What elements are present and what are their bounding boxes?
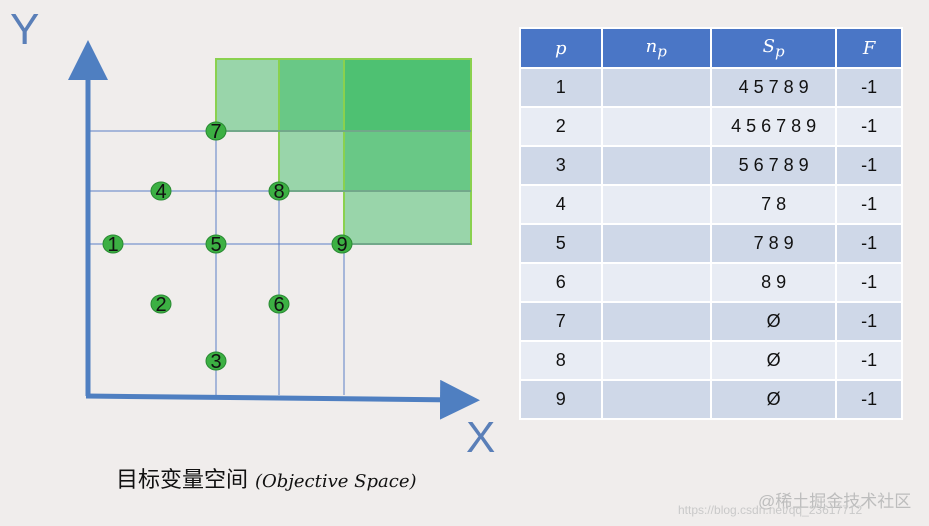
dominance-table: p np Sp F 1 4 5 7 8 9 -1 2 4 5 6 7 8 9 -… <box>519 27 903 420</box>
header-np-main: n <box>645 35 658 57</box>
region-point-8 <box>279 59 471 191</box>
point-marker <box>205 234 227 254</box>
table-header-row: p np Sp F <box>519 27 903 69</box>
cell-f: -1 <box>835 106 903 147</box>
cell-p: 9 <box>519 379 603 420</box>
header-sp-main: S <box>762 35 775 57</box>
table-row: 1 4 5 7 8 9 -1 <box>519 67 903 108</box>
caption: 目标变量空间 (Objective Space) <box>116 462 417 494</box>
point-marker <box>268 181 290 201</box>
cell-p: 2 <box>519 106 603 147</box>
cell-p: 3 <box>519 145 603 186</box>
cell-sp: 5 6 7 8 9 <box>709 145 838 186</box>
cell-sp: 7 8 <box>709 184 838 225</box>
cell-p: 8 <box>519 340 603 381</box>
point-label: 9 <box>336 234 347 256</box>
cell-sp: Ø <box>709 301 838 342</box>
cell-sp: 8 9 <box>709 262 838 303</box>
cell-p: 1 <box>519 67 603 108</box>
cell-sp: 4 5 6 7 8 9 <box>709 106 838 147</box>
cell-sp: 7 8 9 <box>709 223 838 264</box>
watermark-url: https://blog.csdn.net/qq_23617712 <box>678 503 863 517</box>
cell-np <box>600 262 712 303</box>
cell-f: -1 <box>835 340 903 381</box>
table-row: 6 8 9 -1 <box>519 262 903 303</box>
header-f: F <box>835 27 903 69</box>
table-row: 4 7 8 -1 <box>519 184 903 225</box>
point-label: 2 <box>155 294 166 316</box>
table-row: 9 Ø -1 <box>519 379 903 420</box>
region-point-9 <box>344 59 471 244</box>
caption-chinese: 目标变量空间 <box>116 468 249 493</box>
caption-english: (Objective Space) <box>255 471 417 492</box>
point-marker <box>268 294 290 314</box>
cell-np <box>600 223 712 264</box>
cell-f: -1 <box>835 145 903 186</box>
cell-f: -1 <box>835 379 903 420</box>
table-row: 5 7 8 9 -1 <box>519 223 903 264</box>
cell-np <box>600 145 712 186</box>
point-label: 6 <box>273 294 284 316</box>
table-row: 8 Ø -1 <box>519 340 903 381</box>
point-label: 5 <box>210 234 221 256</box>
cell-p: 5 <box>519 223 603 264</box>
cell-np <box>600 379 712 420</box>
header-np: np <box>600 27 712 69</box>
x-axis <box>85 379 480 420</box>
cell-sp: Ø <box>709 340 838 381</box>
table-row: 3 5 6 7 8 9 -1 <box>519 145 903 186</box>
cell-f: -1 <box>835 301 903 342</box>
point-label: 4 <box>155 181 166 203</box>
point-label: 8 <box>273 181 284 203</box>
cell-f: -1 <box>835 262 903 303</box>
header-p: p <box>519 27 603 69</box>
header-sp: Sp <box>709 27 838 69</box>
y-axis-label: Y <box>10 5 39 54</box>
point-marker <box>102 234 124 254</box>
cell-p: 4 <box>519 184 603 225</box>
cell-f: -1 <box>835 184 903 225</box>
cell-np <box>600 184 712 225</box>
header-np-sub: p <box>657 42 667 61</box>
header-sp-sub: p <box>774 42 785 61</box>
point-marker <box>205 121 227 141</box>
table-row: 2 4 5 6 7 8 9 -1 <box>519 106 903 147</box>
point-marker <box>150 181 172 201</box>
cell-p: 6 <box>519 262 603 303</box>
point-marker <box>205 351 227 371</box>
watermark-text: @稀土掘金技术社区 <box>758 492 912 511</box>
cell-p: 7 <box>519 301 603 342</box>
point-marker <box>150 294 172 314</box>
point-marker <box>331 234 353 254</box>
point-label: 7 <box>210 121 221 143</box>
x-axis-label: X <box>466 413 495 462</box>
cell-np <box>600 340 712 381</box>
cell-np <box>600 301 712 342</box>
cell-sp: 4 5 7 8 9 <box>709 67 838 108</box>
cell-f: -1 <box>835 223 903 264</box>
points-layer: 1 2 3 4 5 6 7 8 9 <box>102 121 353 373</box>
cell-f: -1 <box>835 67 903 108</box>
cell-sp: Ø <box>709 379 838 420</box>
cell-np <box>600 106 712 147</box>
point-label: 3 <box>210 351 221 373</box>
table-row: 7 Ø -1 <box>519 301 903 342</box>
cell-np <box>600 67 712 108</box>
grid-lines <box>88 130 471 395</box>
point-label: 1 <box>107 234 118 256</box>
